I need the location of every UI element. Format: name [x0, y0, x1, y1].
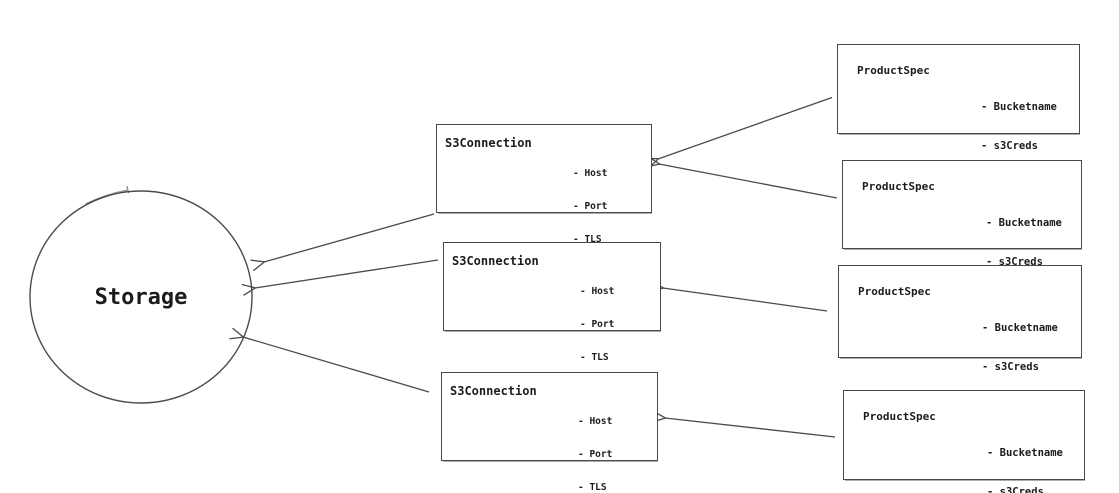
s3connection-3-attr-host: - Host — [578, 416, 613, 427]
arrow-productspec2-to-s3connection1[interactable] — [659, 164, 838, 199]
productspec-4-attr-s3creds: - s3Creds — [987, 486, 1044, 493]
arrow-productspec1-to-s3connection1[interactable] — [658, 96, 833, 160]
arrow-s3connection3-to-storage[interactable] — [243, 337, 430, 393]
s3connection-1-title: S3Connection — [445, 136, 532, 150]
s3connection-node-1[interactable]: S3Connection - Host - Port - TLS — [436, 124, 652, 245]
s3connection-3-attr-tls: - TLS — [578, 482, 607, 493]
s3connection-node-3[interactable]: S3Connection - Host - Port - TLS — [441, 372, 658, 493]
productspec-node-2[interactable]: ProductSpec - Bucketname - s3Creds — [842, 160, 1082, 268]
s3connection-node-2[interactable]: S3Connection - Host - Port - TLS — [443, 242, 661, 363]
productspec-4-title: ProductSpec — [863, 410, 936, 423]
arrow-s3connection2-to-storage[interactable] — [255, 259, 439, 288]
productspec-1-title: ProductSpec — [857, 64, 930, 77]
productspec-3-attr-s3creds: - s3Creds — [982, 361, 1039, 373]
s3connection-3-title: S3Connection — [450, 384, 537, 398]
storage-circle-pen-tick — [126, 185, 130, 194]
productspec-4-attr-bucketname: - Bucketname — [987, 447, 1063, 459]
s3connection-2-attr-host: - Host — [580, 286, 615, 297]
arrow-s3connection1-to-storage[interactable] — [264, 213, 435, 262]
productspec-1-attr-bucketname: - Bucketname — [981, 101, 1057, 113]
s3connection-2-attr-port: - Port — [580, 319, 615, 330]
s3connection-1-attr-host: - Host — [573, 168, 608, 179]
s3connection-1-attr-port: - Port — [573, 201, 608, 212]
s3connection-2-attr-tls: - TLS — [580, 352, 609, 363]
arrow-productspec4-to-s3connection3[interactable] — [665, 418, 836, 438]
arrow-productspec3-to-s3connection2[interactable] — [663, 288, 828, 312]
s3connection-1-attr-tls: - TLS — [573, 234, 602, 245]
productspec-2-title: ProductSpec — [862, 180, 935, 193]
productspec-node-3[interactable]: ProductSpec - Bucketname - s3Creds — [838, 265, 1082, 373]
productspec-3-attr-bucketname: - Bucketname — [982, 322, 1058, 334]
productspec-1-attr-s3creds: - s3Creds — [981, 140, 1038, 152]
s3connection-2-title: S3Connection — [452, 254, 539, 268]
productspec-2-attr-bucketname: - Bucketname — [986, 217, 1062, 229]
productspec-3-title: ProductSpec — [858, 285, 931, 298]
productspec-node-1[interactable]: ProductSpec - Bucketname - s3Creds — [837, 44, 1080, 152]
productspec-node-4[interactable]: ProductSpec - Bucketname - s3Creds — [843, 390, 1085, 493]
storage-circle-pen-overlap — [85, 189, 128, 205]
s3connection-3-attr-port: - Port — [578, 449, 613, 460]
storage-circle-node[interactable] — [29, 190, 253, 404]
